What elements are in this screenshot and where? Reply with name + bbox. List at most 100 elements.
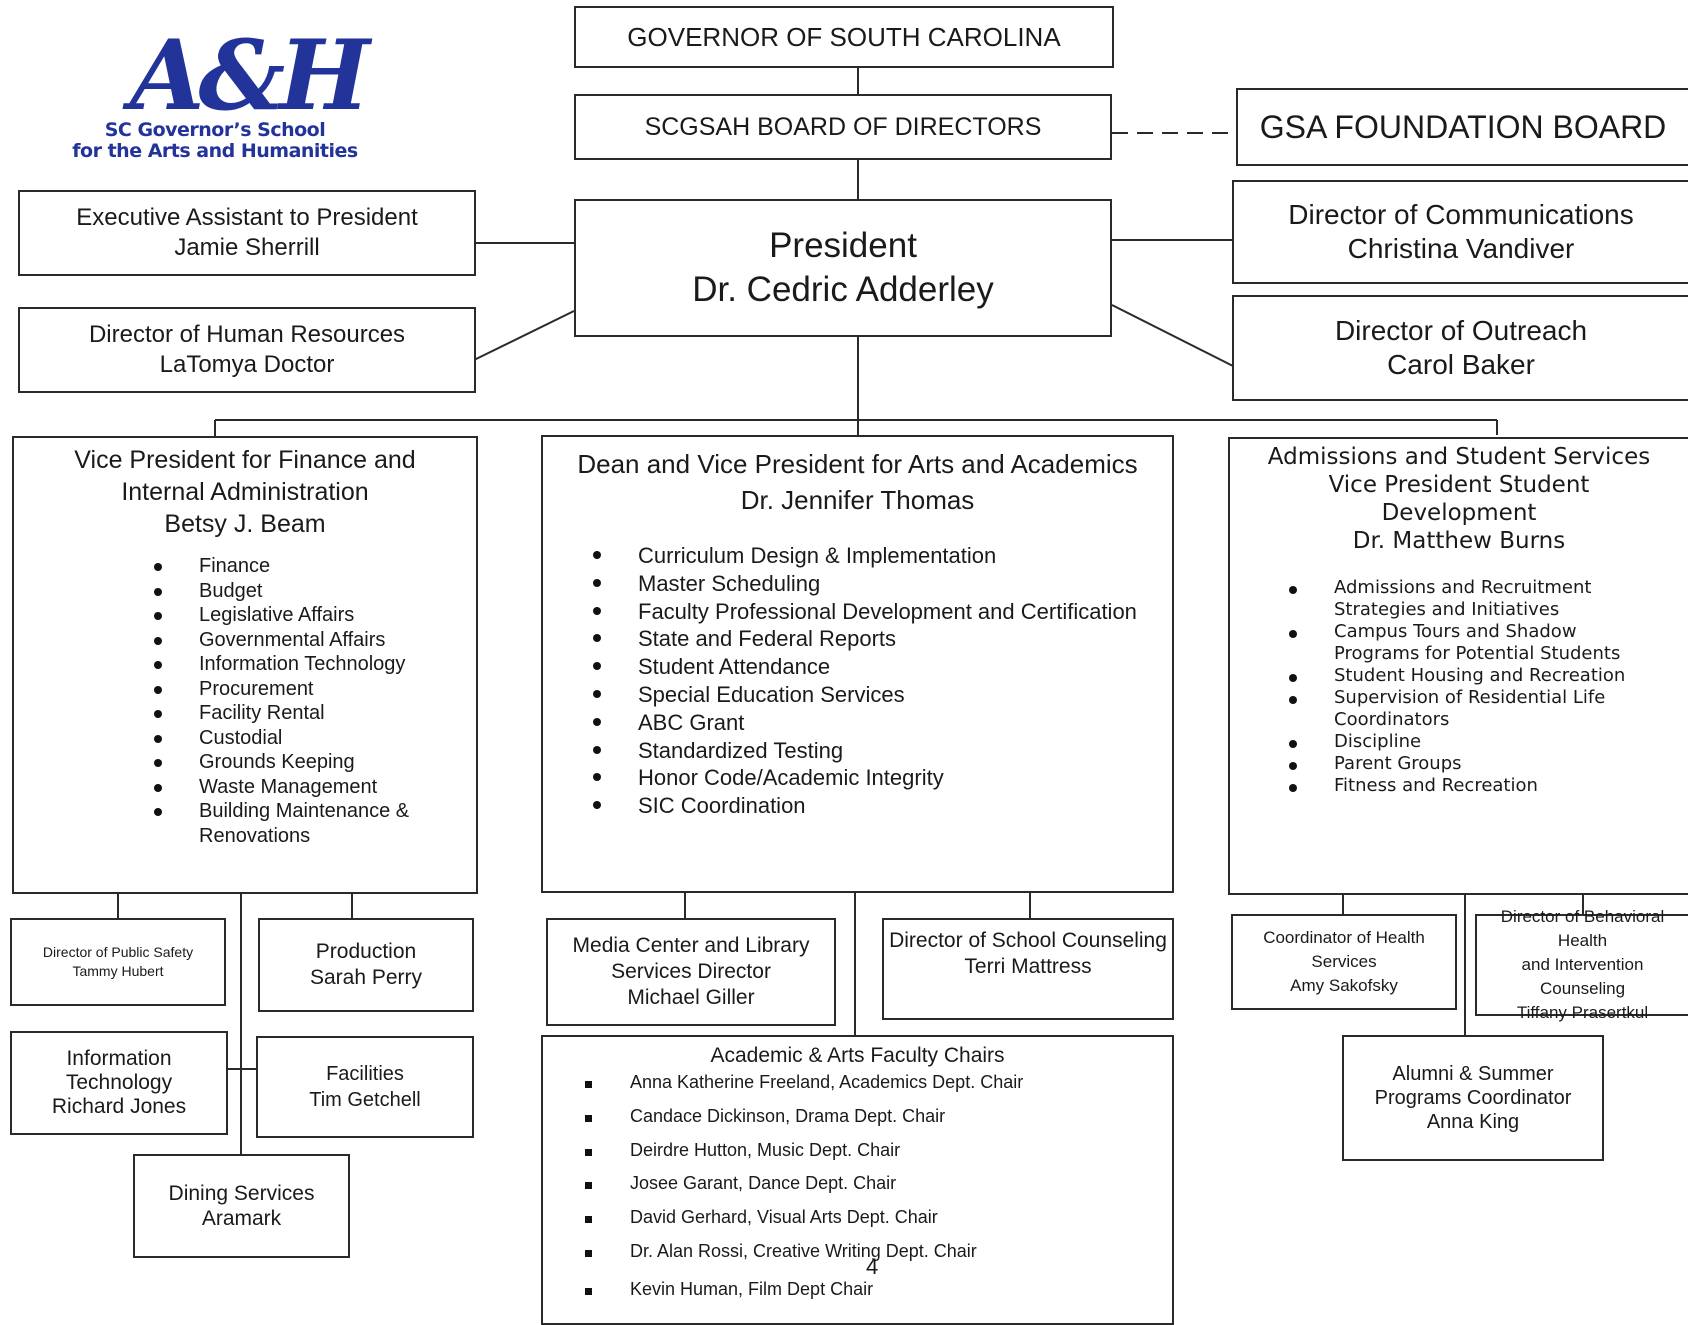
dining-name: Aramark <box>201 1207 282 1230</box>
governor-box: GOVERNOR OF SOUTH CAROLINA <box>574 6 1114 68</box>
president-name: Dr. Cedric Adderley <box>692 270 994 309</box>
student-services-name: Dr. Matthew Burns <box>1352 528 1566 554</box>
list-item: Discipline <box>1289 731 1688 753</box>
academics-list: Curriculum Design & Implementation Maste… <box>593 542 1172 820</box>
hr-title: Director of Human Resources <box>88 321 406 348</box>
list-item: Legislative Affairs <box>154 603 476 628</box>
list-item: Custodial <box>154 726 476 751</box>
media-name: Michael Giller <box>627 986 755 1009</box>
list-item: Student Housing and Recreation <box>1289 665 1688 687</box>
student-services-title-3: Development <box>1381 500 1537 526</box>
board-box: SCGSAH BOARD OF DIRECTORS <box>574 94 1112 160</box>
academics-vp-box: Dean and Vice President for Arts and Aca… <box>541 435 1174 893</box>
list-item: Curriculum Design & Implementation <box>593 542 1172 570</box>
media-title-2: Services Director <box>611 960 771 983</box>
list-item: Building Maintenance & <box>154 799 476 824</box>
list-item: Standardized Testing <box>593 737 1172 765</box>
public-safety-box: Director of Public Safety Tammy Hubert <box>10 918 226 1006</box>
list-item: Master Scheduling <box>593 570 1172 598</box>
hr-box: Director of Human Resources LaTomya Doct… <box>18 307 476 393</box>
finance-vp-box: Vice President for Finance and Internal … <box>12 436 478 894</box>
list-item: Kevin Human, Film Dept Chair <box>585 1279 1172 1313</box>
logo-line-1: SC Governor’s School <box>104 119 326 141</box>
board-label: SCGSAH BOARD OF DIRECTORS <box>644 112 1042 141</box>
list-item: Renovations <box>199 824 311 847</box>
list-item: David Gerhard, Visual Arts Dept. Chair <box>585 1207 1172 1241</box>
outreach-name: Carol Baker <box>1387 349 1535 380</box>
counseling-box: Director of School Counseling Terri Matt… <box>882 918 1174 1020</box>
it-title-1: Information <box>66 1047 172 1070</box>
list-item: Waste Management <box>154 775 476 800</box>
list-item: Honor Code/Academic Integrity <box>593 764 1172 792</box>
list-item: Candace Dickinson, Drama Dept. Chair <box>585 1106 1172 1140</box>
behavioral-title-2: and Intervention Counseling <box>1521 955 1644 998</box>
student-services-box: Admissions and Student Services Vice Pre… <box>1228 437 1688 895</box>
hr-name: LaTomya Doctor <box>159 351 335 378</box>
health-name: Amy Sakofsky <box>1290 976 1398 995</box>
behavioral-name: Tiffany Prasertkul <box>1516 1003 1649 1022</box>
facilities-name: Tim Getchell <box>309 1089 421 1111</box>
it-box: Information Technology Richard Jones <box>10 1031 228 1135</box>
list-item: ABC Grant <box>593 709 1172 737</box>
media-title-1: Media Center and Library <box>572 934 810 957</box>
list-item: Parent Groups <box>1289 753 1688 775</box>
academics-name: Dr. Jennifer Thomas <box>740 485 975 515</box>
outreach-title: Director of Outreach <box>1334 315 1588 346</box>
list-item: Budget <box>154 579 476 604</box>
alumni-title-1: Alumni & Summer <box>1392 1063 1554 1085</box>
behavioral-title-1: Director of Behavioral Health <box>1500 907 1665 950</box>
academics-title: Dean and Vice President for Arts and Aca… <box>577 449 1138 479</box>
logo-line-2: for the Arts and Humanities <box>72 140 358 162</box>
finance-title-2: Internal Administration <box>121 478 369 506</box>
production-box: Production Sarah Perry <box>258 918 474 1012</box>
production-name: Sarah Perry <box>309 966 423 989</box>
list-item: Dr. Alan Rossi, Creative Writing Dept. C… <box>585 1241 1172 1279</box>
president-title: President <box>769 226 917 265</box>
health-title-1: Coordinator of Health <box>1263 928 1425 947</box>
exec-assistant-box: Executive Assistant to President Jamie S… <box>18 190 476 276</box>
facilities-title: Facilities <box>326 1063 404 1085</box>
finance-name: Betsy J. Beam <box>164 510 326 538</box>
exec-assistant-name: Jamie Sherrill <box>174 234 320 261</box>
foundation-box: GSA FOUNDATION BOARD <box>1236 88 1688 166</box>
it-title-2: Technology <box>65 1071 173 1094</box>
faculty-chairs-list: Anna Katherine Freeland, Academics Dept.… <box>585 1072 1172 1313</box>
president-box: President Dr. Cedric Adderley <box>574 199 1112 337</box>
faculty-chairs-title: Academic & Arts Faculty Chairs <box>710 1044 1005 1067</box>
alumni-box: Alumni & Summer Programs Coordinator Ann… <box>1342 1035 1604 1161</box>
behavioral-health-box: Director of Behavioral Health and Interv… <box>1475 907 1688 1022</box>
student-services-title-2: Vice President Student <box>1328 472 1590 498</box>
list-item: Governmental Affairs <box>154 628 476 653</box>
page-number: 4 <box>866 1254 879 1279</box>
logo-mark: A&H <box>130 19 370 132</box>
list-item: Josee Garant, Dance Dept. Chair <box>585 1173 1172 1207</box>
counseling-title: Director of School Counseling <box>889 929 1167 952</box>
list-item: Student Attendance <box>593 653 1172 681</box>
faculty-chairs-box: Academic & Arts Faculty Chairs Anna Kath… <box>541 1035 1174 1325</box>
exec-assistant-title: Executive Assistant to President <box>76 204 418 231</box>
foundation-label: GSA FOUNDATION BOARD <box>1259 108 1667 145</box>
list-item: Anna Katherine Freeland, Academics Dept.… <box>585 1072 1172 1106</box>
list-item: Faculty Professional Development and Cer… <box>593 598 1172 626</box>
finance-title-1: Vice President for Finance and <box>74 446 416 474</box>
list-item: SIC Coordination <box>593 792 1172 820</box>
list-item: Finance <box>154 554 476 579</box>
list-item: Facility Rental <box>154 701 476 726</box>
alumni-name: Anna King <box>1426 1111 1520 1133</box>
list-item: State and Federal Reports <box>593 625 1172 653</box>
communications-name: Christina Vandiver <box>1347 233 1575 264</box>
alumni-title-2: Programs Coordinator <box>1374 1087 1572 1109</box>
production-title: Production <box>315 940 417 963</box>
list-item: Fitness and Recreation <box>1289 775 1688 797</box>
it-name: Richard Jones <box>51 1095 187 1118</box>
counseling-name: Terri Mattress <box>964 955 1092 978</box>
logo-name: SC Governor’s School for the Arts and Hu… <box>70 120 360 162</box>
health-title-2: Services <box>1311 952 1377 971</box>
student-services-title-1: Admissions and Student Services <box>1267 444 1651 470</box>
facilities-box: Facilities Tim Getchell <box>256 1036 474 1138</box>
communications-box: Director of Communications Christina Van… <box>1232 180 1688 284</box>
